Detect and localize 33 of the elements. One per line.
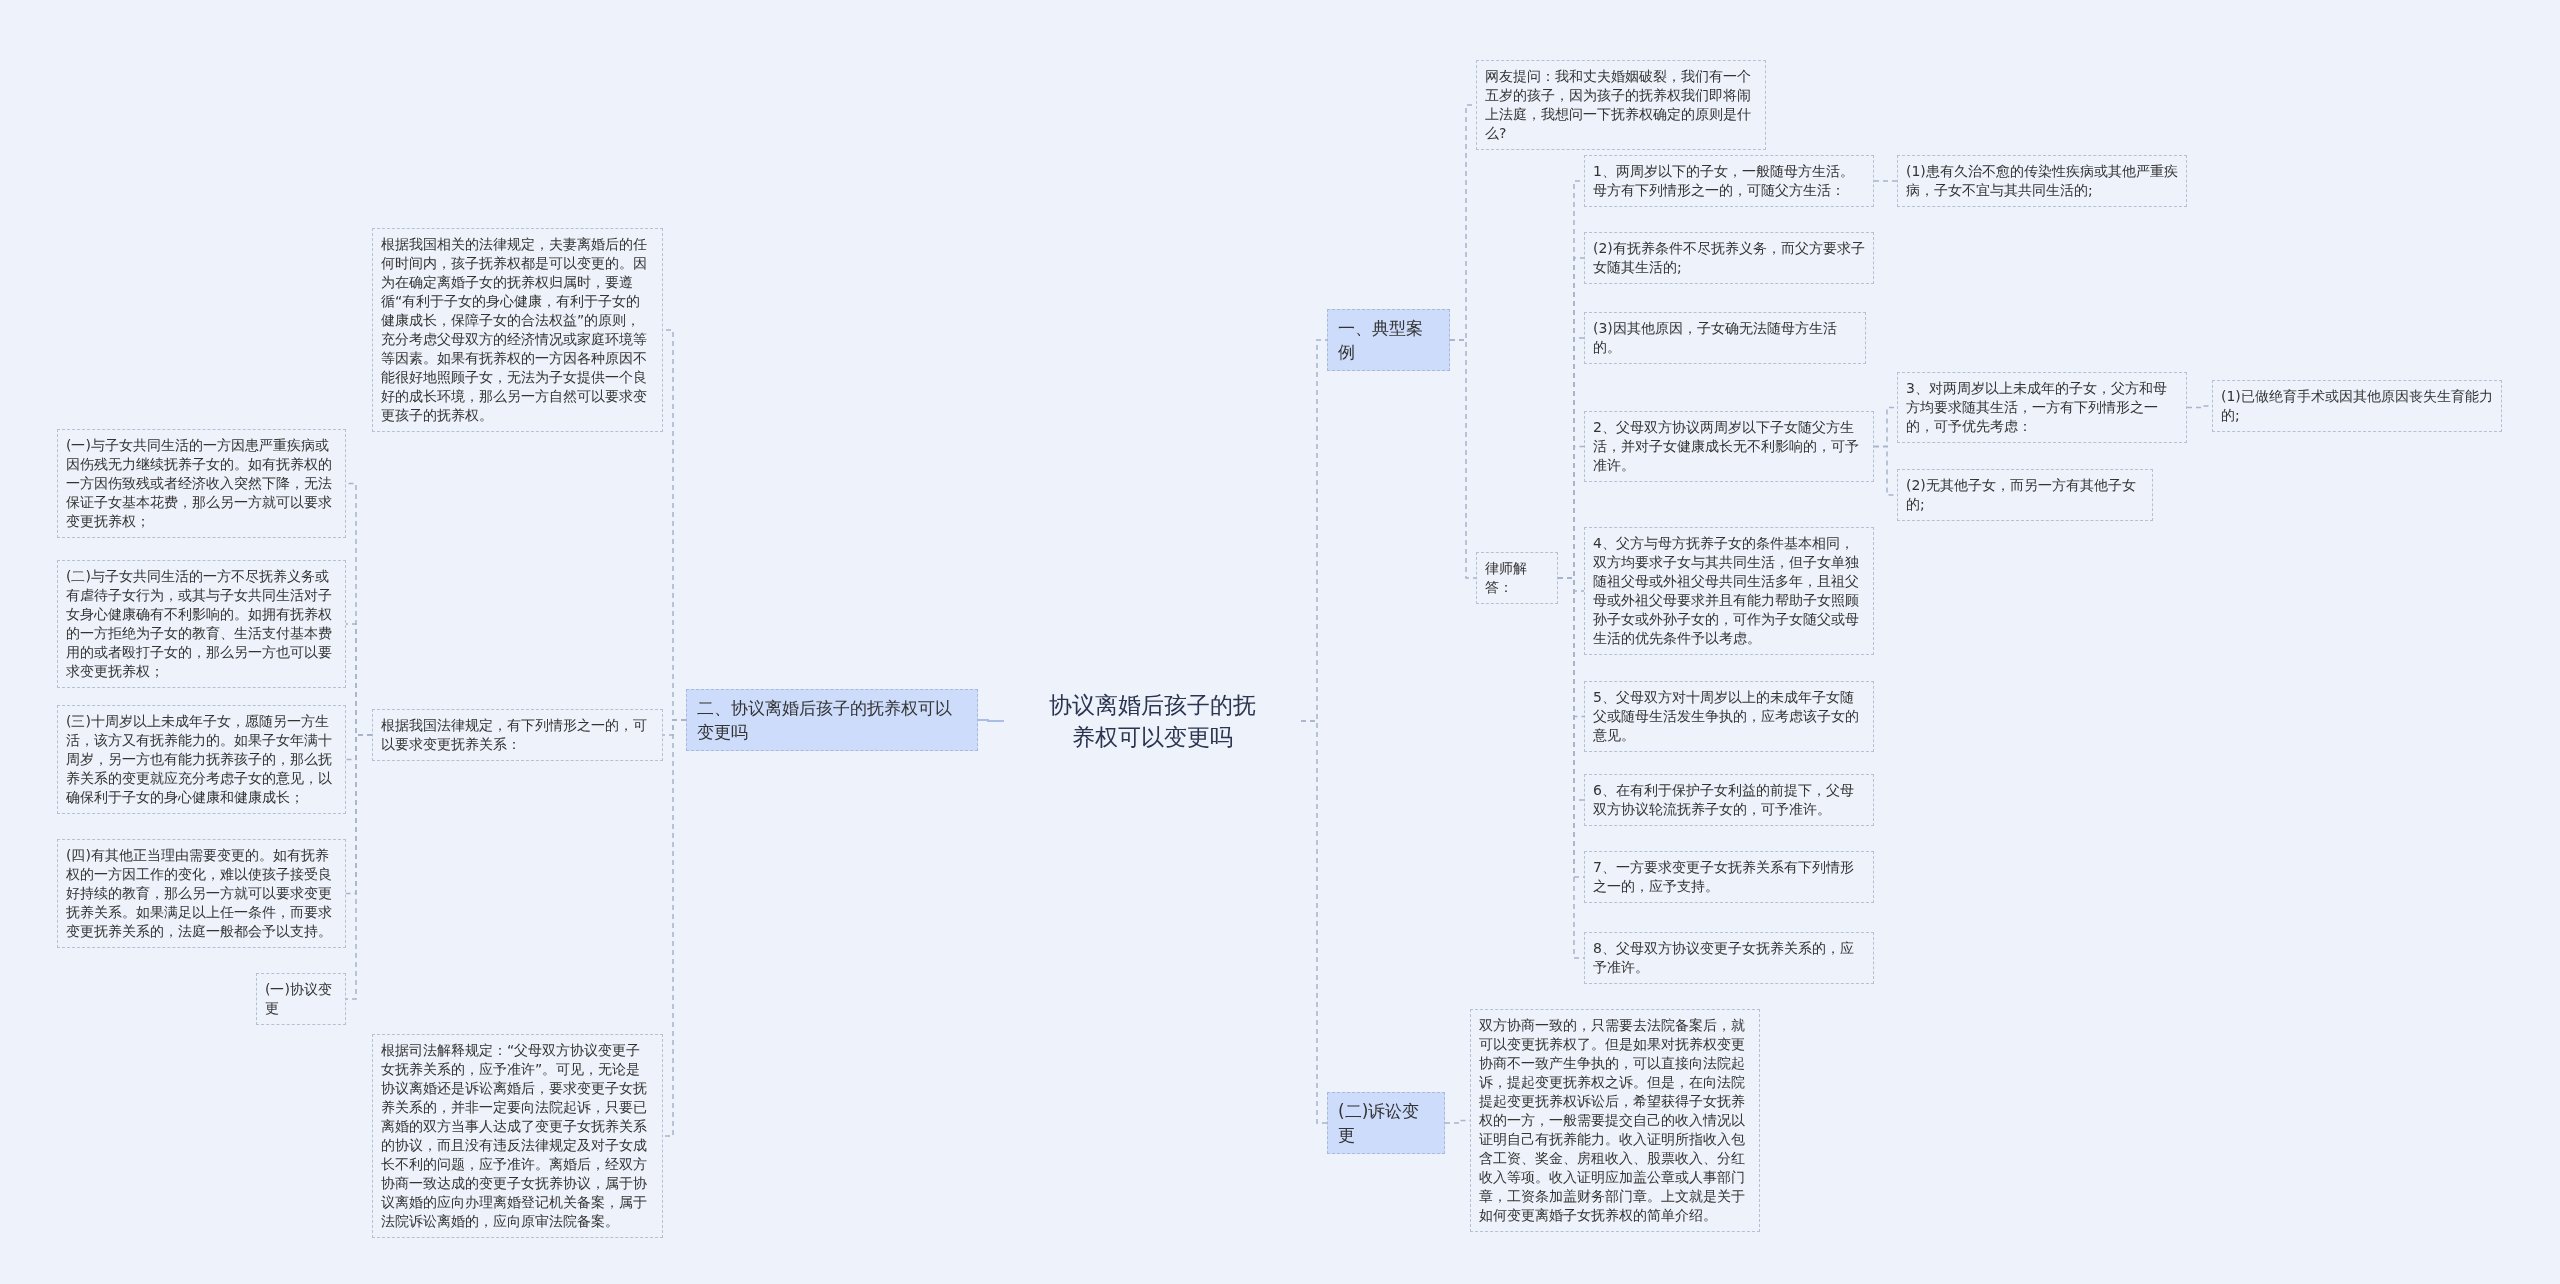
subtopic-note: (一)协议变更 bbox=[256, 973, 346, 1025]
subtopic-note: (三)十周岁以上未成年子女，愿随另一方生活，该方又有抚养能力的。如果子女年满十周岁，另一方也有能力抚养孩子的，那么抚养关系的变更就应充分考虑子女的意见，以确保利于子女的身心健康和健康成长； bbox=[57, 705, 346, 814]
connector-line bbox=[345, 734, 373, 1000]
subtopic-note: 律师解答： bbox=[1476, 552, 1558, 604]
subtopic-note: (一)与子女共同生活的一方因患严重疾病或因伤残无力继续抚养子女的。如有抚养权的一方因伤致残或者经济收入突然下降，无法保证子女基本花费，那么另一方就可以要求变更抚养权； bbox=[57, 429, 346, 538]
subtopic-note: 根据司法解释规定：“父母双方协议变更子女抚养关系的，应予准许”。可见，无论是协议离婚还是诉讼离婚后，要求变更子女抚养关系的，并非一定要向法院起诉，只要已离婚的双方当事人达成了变更子女抚养关系的协议，而且没有违反法律规定及对子女成长不利的问题，应予准许。离婚后，经双方协商一致达成的变更子女抚养协议，属于协议离婚的应向办理离婚登记机关备案，属于法院诉讼离婚的，应向原审法院备案。 bbox=[372, 1034, 663, 1238]
connector-line bbox=[977, 719, 1005, 722]
connector-line bbox=[1449, 339, 1477, 579]
connector-line bbox=[1300, 720, 1328, 1124]
subtopic-note: 5、父母双方对十周岁以上的未成年子女随父或随母生活发生争执的，应考虑该子女的意见。 bbox=[1584, 681, 1874, 752]
subtopic-note: 6、在有利于保护子女利益的前提下，父母双方协议轮流抚养子女的，可予准许。 bbox=[1584, 774, 1874, 826]
subtopic-note: (二)与子女共同生活的一方不尽抚养义务或有虐待子女行为，或其与子女共同生活对子女身心健康确有不利影响的。如拥有抚养权的一方拒绝为子女的教育、生活支付基本费用的或者殴打子女的，那么另一方也可以要求变更抚养权； bbox=[57, 560, 346, 688]
subtopic-note: (1)已做绝育手术或因其他原因丧失生育能力的; bbox=[2212, 380, 2502, 432]
subtopic-note: 1、两周岁以下的子女，一般随母方生活。母方有下列情形之一的，可随父方生活： bbox=[1584, 155, 1874, 207]
subtopic-note: 根据我国法律规定，有下列情形之一的，可以要求变更抚养关系： bbox=[372, 709, 663, 761]
subtopic-note: 网友提问：我和丈夫婚姻破裂，我们有一个五岁的孩子，因为孩子的抚养权我们即将闹上法庭，我想问一下抚养权确定的原则是什么? bbox=[1476, 60, 1766, 150]
subtopic-note: 4、父方与母方抚养子女的条件基本相同，双方均要求子女与其共同生活，但子女单独随祖父母或外祖父母共同生活多年，且祖父母或外祖父母要求并且有能力帮助子女照顾孙子女或外孙子女的，可作为子女随父或母生活的优先条件予以考虑。 bbox=[1584, 527, 1874, 655]
subtopic-note: 双方协商一致的，只需要去法院备案后，就可以变更抚养权了。但是如果对抚养权变更协商不一致产生争执的，可以直接向法院起诉，提起变更抚养权之诉。但是，在向法院提起变更抚养权诉讼后，希望获得子女抚养权的一方，一般需要提交自己的收入情况以证明自己有抚养能力。收入证明所指收入包含工资、奖金、房租收入、股票收入、分红收入等项。收入证明应加盖公章或人事部门章，工资条加盖财务部门章。上文就是关于如何变更离婚子女抚养权的简单介绍。 bbox=[1470, 1009, 1760, 1232]
central-topic: 协议离婚后孩子的抚养权可以变更吗 bbox=[1004, 678, 1301, 764]
main-topic: 二、协议离婚后孩子的抚养权可以变更吗 bbox=[686, 689, 978, 751]
subtopic-note: (2)有抚养条件不尽抚养义务，而父方要求子女随其生活的; bbox=[1584, 232, 1874, 284]
subtopic-note: 7、一方要求变更子女抚养关系有下列情形之一的，应予支持。 bbox=[1584, 851, 1874, 903]
subtopic-note: 根据我国相关的法律规定，夫妻离婚后的任何时间内，孩子抚养权都是可以变更的。因为在确定离婚子女的抚养权归属时，要遵循“有利于子女的身心健康，有利于子女的健康成长，保障子女的合法权益”的原则，充分考虑父母双方的经济情况或家庭环境等等因素。如果有抚养权的一方因各种原因不能很好地照顾子女，无法为子女提供一个良好的成长环境，那么另一方自然可以要求变更孩子的抚养权。 bbox=[372, 228, 663, 432]
subtopic-note: 3、对两周岁以上未成年的子女，父方和母方均要求随其生活，一方有下列情形之一的，可予优先考虑： bbox=[1897, 372, 2187, 443]
main-topic: 一、典型案例 bbox=[1327, 309, 1450, 371]
subtopic-note: 2、父母双方协议两周岁以下子女随父方生活，并对子女健康成长无不利影响的，可予准许。 bbox=[1584, 411, 1874, 482]
subtopic-note: (2)无其他子女，而另一方有其他子女的; bbox=[1897, 469, 2153, 521]
subtopic-note: (1)患有久治不愈的传染性疾病或其他严重疾病，子女不宜与其共同生活的; bbox=[1897, 155, 2187, 207]
main-topic: (二)诉讼变更 bbox=[1327, 1092, 1445, 1154]
subtopic-note: (3)因其他原因，子女确无法随母方生活的。 bbox=[1584, 312, 1866, 364]
subtopic-note: 8、父母双方协议变更子女抚养关系的，应予准许。 bbox=[1584, 932, 1874, 984]
subtopic-note: (四)有其他正当理由需要变更的。如有抚养权的一方因工作的变化，难以使孩子接受良好持续的教育，那么另一方就可以要求变更抚养关系。如果满足以上任一条件，而要求变更抚养关系的，法庭一般都会予以支持。 bbox=[57, 839, 346, 948]
connector-line bbox=[1873, 180, 1898, 182]
